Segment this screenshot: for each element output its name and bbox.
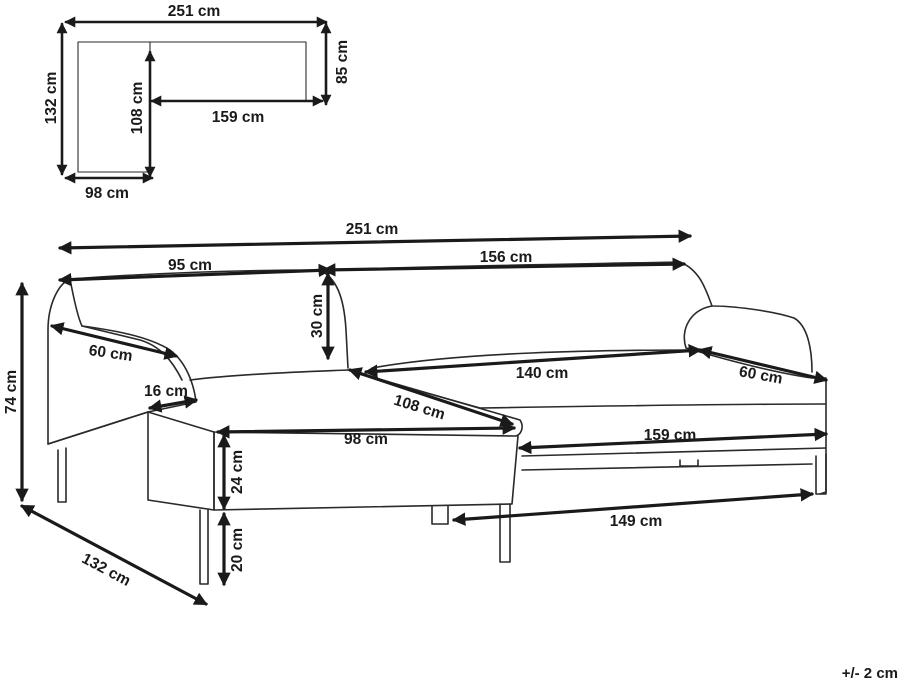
- overall-width-label: 251 cm: [346, 221, 399, 238]
- cushion-height-label: 24 cm: [229, 450, 246, 494]
- plan-inner-width-label: 159 cm: [212, 109, 265, 126]
- seat-width-arrow: [363, 344, 703, 378]
- plan-outline: [77, 41, 307, 173]
- height-label: 74 cm: [3, 370, 20, 414]
- main-base: [521, 447, 827, 471]
- chaise-front-width-label: 98 cm: [344, 431, 388, 448]
- chaise-front-width-arrow: [215, 421, 517, 439]
- leg-back-left: [57, 447, 67, 503]
- sofa-labels: 251 cm 95 cm 156 cm 74 cm 30 cm 60 cm 16…: [3, 221, 784, 590]
- main-back: [323, 261, 813, 373]
- chaise-front: [147, 411, 215, 511]
- chaise-seat-top: [147, 369, 523, 437]
- overall-width-arrow: [57, 229, 693, 255]
- back-height-label: 30 cm: [309, 294, 326, 338]
- arm-width-label: 16 cm: [144, 383, 188, 400]
- left-arm-depth-arrow: [50, 322, 178, 360]
- chaise-width-label: 95 cm: [168, 257, 212, 274]
- plan-view: 251 cm 85 cm 132 cm 108 cm 159 cm 98 cm: [43, 3, 351, 202]
- main-width-label: 156 cm: [480, 249, 533, 266]
- seat-width-label: 140 cm: [516, 365, 569, 382]
- leg-span-label: 149 cm: [610, 513, 663, 530]
- chaise-depth-label: 132 cm: [79, 550, 133, 590]
- chaise-front-face: [213, 431, 519, 511]
- main-drawer-tab: [679, 459, 699, 467]
- leg-middle: [431, 505, 449, 525]
- seat-depth-arrow: [348, 367, 514, 427]
- main-seat-front: [479, 403, 827, 409]
- leg-span-arrow: [451, 488, 815, 526]
- plan-total-depth-label: 132 cm: [43, 72, 60, 125]
- plan-width-label: 251 cm: [168, 3, 221, 20]
- main-width-arrow: [321, 257, 687, 277]
- sofa-illustration: [47, 261, 827, 585]
- right-arm-depth-arrow: [698, 346, 828, 384]
- sofa-dimensions: [15, 229, 829, 606]
- plan-chaise-width-label: 98 cm: [85, 185, 129, 202]
- leg-front-left: [199, 509, 209, 585]
- chaise-left-side: [47, 411, 149, 445]
- leg-front-right: [499, 503, 511, 563]
- leg-height-label: 20 cm: [229, 528, 246, 572]
- leg-right: [815, 453, 827, 495]
- left-arm-depth-label: 60 cm: [88, 342, 134, 365]
- plan-right-depth-label: 85 cm: [334, 40, 351, 84]
- front-width-arrow: [517, 427, 829, 455]
- plan-inner-depth-label: 108 cm: [129, 82, 146, 135]
- front-width-label: 159 cm: [644, 427, 697, 444]
- arm-width-arrow: [148, 395, 198, 413]
- tolerance-note: +/- 2 cm: [842, 665, 898, 682]
- chaise-depth-arrow: [20, 504, 208, 606]
- sofa-legs: [57, 447, 827, 585]
- chaise-width-arrow: [57, 263, 333, 287]
